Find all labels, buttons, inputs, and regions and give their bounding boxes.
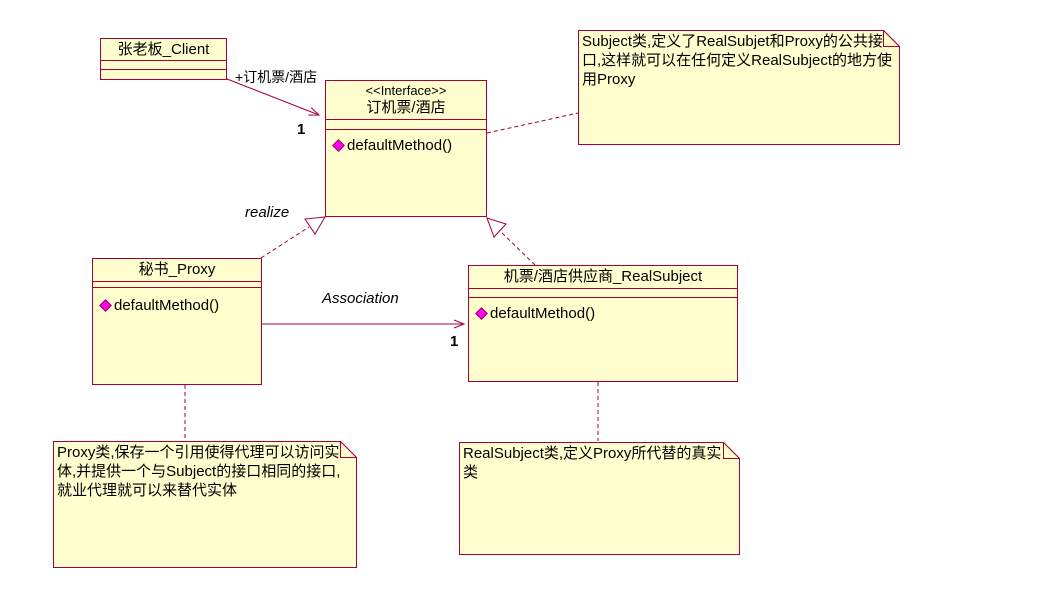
interface-method-row: defaultMethod() — [326, 130, 486, 154]
edge-client-to-interface — [226, 78, 321, 116]
edge-note-subject-anchor — [486, 112, 579, 134]
interface-stereotype: <<Interface>> — [365, 83, 447, 98]
note-fold-corner-icon — [340, 441, 357, 458]
note-realsubject-text: RealSubject类,定义Proxy所代替的真实类 — [463, 445, 722, 481]
class-interface-attributes-compartment — [326, 120, 486, 130]
method-visibility-diamond-icon — [475, 307, 488, 320]
interface-method-label: defaultMethod() — [347, 137, 453, 154]
class-realsubject-attributes-compartment — [469, 289, 737, 298]
class-interface-operations-compartment: defaultMethod() — [326, 130, 486, 154]
realsubject-method-label: defaultMethod() — [490, 305, 596, 322]
class-client-title: 张老板_Client — [101, 39, 226, 61]
class-client-attributes-compartment — [101, 61, 226, 70]
multiplicity-client-interface: 1 — [297, 121, 306, 138]
note-shape — [53, 441, 357, 568]
note-subject[interactable]: Subject类,定义了RealSubjet和Proxy的公共接口,这样就可以在… — [578, 30, 900, 145]
note-shape — [578, 30, 900, 145]
class-proxy[interactable]: 秘书_Proxy defaultMethod() — [92, 258, 262, 385]
edge-label-realize: realize — [245, 204, 290, 221]
method-visibility-diamond-icon — [99, 299, 112, 312]
class-interface-title: <<Interface>> 订机票/酒店 — [326, 81, 486, 120]
multiplicity-association: 1 — [450, 333, 459, 350]
realsubject-method-row: defaultMethod() — [469, 298, 737, 322]
class-realsubject[interactable]: 机票/酒店供应商_RealSubject defaultMethod() — [468, 265, 738, 382]
class-proxy-attributes-compartment — [93, 282, 261, 288]
proxy-method-row: defaultMethod() — [93, 288, 261, 314]
edge-realize-realsubject-to-interface — [486, 217, 536, 266]
class-realsubject-operations-compartment: defaultMethod() — [469, 298, 737, 322]
edge-label-association: Association — [322, 290, 399, 307]
method-visibility-diamond-icon — [332, 139, 345, 152]
edge-realize-proxy-to-interface — [260, 216, 326, 259]
note-shape — [459, 442, 740, 555]
proxy-method-label: defaultMethod() — [114, 297, 220, 314]
class-realsubject-title: 机票/酒店供应商_RealSubject — [469, 266, 737, 289]
note-subject-text: Subject类,定义了RealSubjet和Proxy的公共接口,这样就可以在… — [582, 33, 893, 88]
class-interface[interactable]: <<Interface>> 订机票/酒店 defaultMethod() — [325, 80, 487, 217]
class-proxy-title: 秘书_Proxy — [93, 259, 261, 282]
class-proxy-operations-compartment: defaultMethod() — [93, 288, 261, 314]
edge-label-client-interface: +订机票/酒店 — [235, 69, 318, 85]
note-proxy[interactable]: Proxy类,保存一个引用使得代理可以访问实体,并提供一个与Subject的接口… — [53, 441, 357, 568]
note-proxy-text: Proxy类,保存一个引用使得代理可以访问实体,并提供一个与Subject的接口… — [57, 444, 341, 499]
note-fold-corner-icon — [883, 30, 900, 47]
note-realsubject[interactable]: RealSubject类,定义Proxy所代替的真实类 — [459, 442, 740, 555]
interface-name: 订机票/酒店 — [366, 99, 446, 116]
class-client[interactable]: 张老板_Client — [100, 38, 227, 80]
note-fold-corner-icon — [723, 442, 740, 459]
